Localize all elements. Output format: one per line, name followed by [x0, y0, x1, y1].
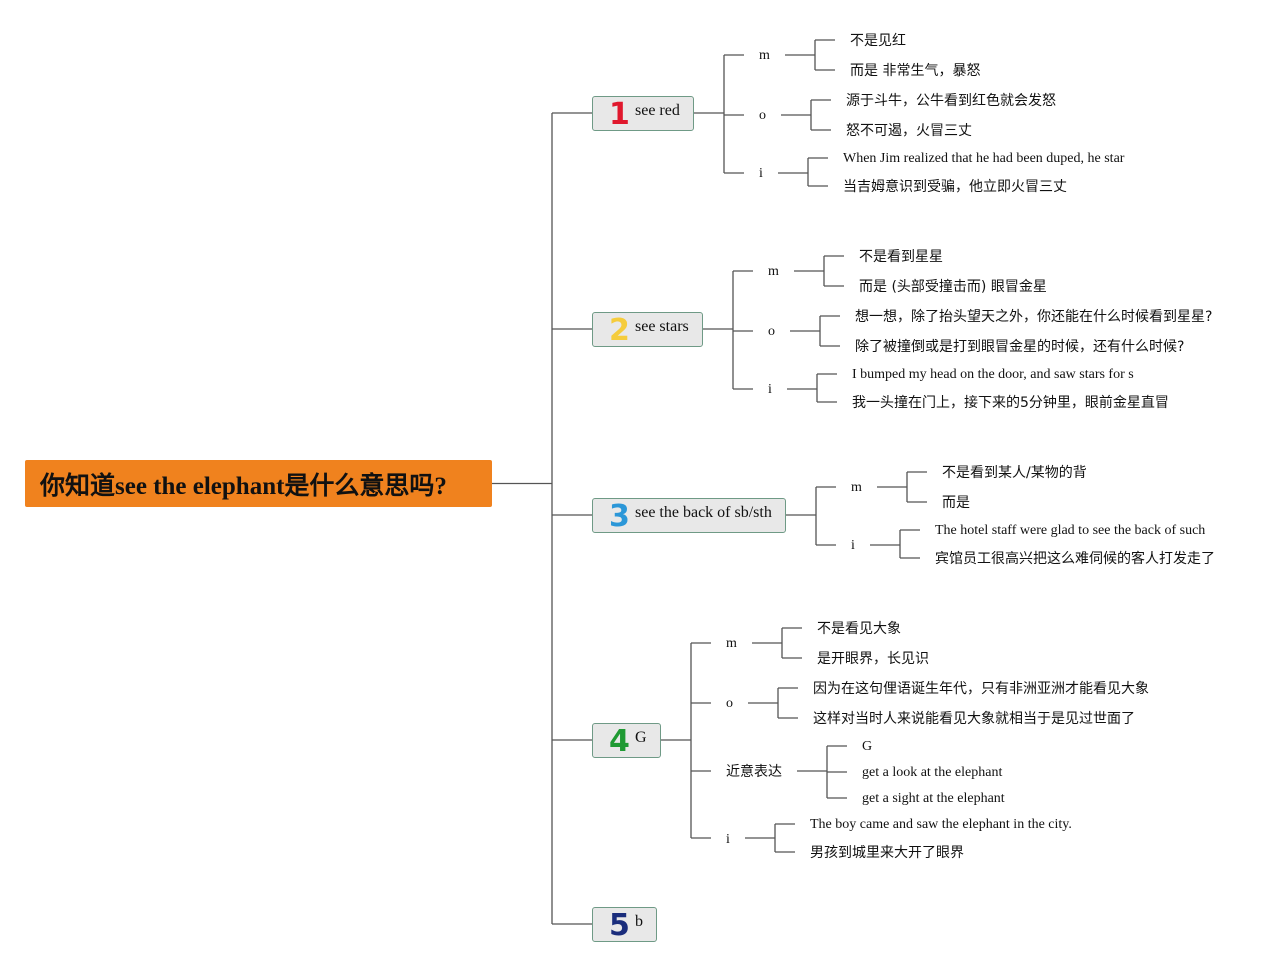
leaf-text[interactable]: 怒不可遏，火冒三丈	[846, 123, 972, 139]
subtopic-key[interactable]: o	[768, 324, 775, 339]
leaf-text[interactable]: The boy came and saw the elephant in the…	[810, 817, 1072, 832]
leaf-text[interactable]: 想一想，除了抬头望天之外，你还能在什么时候看到星星?	[855, 309, 1213, 325]
branch-connectors	[552, 112, 592, 925]
branch-label-2: see stars	[635, 318, 689, 335]
branch-number-3: 3	[609, 499, 630, 534]
leaf-text[interactable]: When Jim realized that he had been duped…	[843, 151, 1125, 166]
root-connector	[492, 113, 553, 924]
b4-m-connector	[752, 627, 802, 659]
leaf-text[interactable]: 这样对当时人来说能看见大象就相当于是见过世面了	[813, 711, 1135, 727]
leaf-text[interactable]: I bumped my head on the door, and saw st…	[852, 367, 1134, 382]
branch-node-4[interactable]: 4 G	[592, 723, 661, 758]
leaf-text[interactable]: 当吉姆意识到受骗，他立即火冒三丈	[843, 179, 1067, 195]
b3-i-connector	[870, 529, 920, 559]
leaf-text[interactable]: 不是见红	[850, 33, 906, 49]
leaf-text[interactable]: 而是 (头部受撞击而) 眼冒金星	[859, 279, 1047, 295]
branch-number-5: 5	[609, 908, 630, 943]
branch-number-1: 1	[609, 97, 630, 132]
subtopic-key[interactable]: i	[768, 382, 772, 397]
leaf-text[interactable]: 是开眼界，长见识	[817, 651, 929, 667]
branch4-connector	[661, 642, 711, 839]
subtopic-key[interactable]: m	[759, 48, 770, 63]
b2-i-connector	[787, 373, 837, 403]
leaf-text[interactable]: 不是看到某人/某物的背	[942, 465, 1087, 481]
subtopic-key[interactable]: m	[768, 264, 779, 279]
leaf-text[interactable]: 除了被撞倒或是打到眼冒金星的时候，还有什么时候?	[855, 339, 1185, 355]
leaf-text[interactable]: 而是 非常生气，暴怒	[850, 63, 981, 79]
b4-s-connector	[797, 745, 847, 799]
leaf-text[interactable]: 男孩到城里来大开了眼界	[810, 845, 964, 861]
leaf-text[interactable]: 宾馆员工很高兴把这么难伺候的客人打发走了	[935, 551, 1215, 567]
leaf-text[interactable]: G	[862, 739, 873, 754]
leaf-text[interactable]: get a sight at the elephant	[862, 791, 1005, 806]
b2-m-connector	[794, 255, 844, 287]
leaf-text[interactable]: get a look at the elephant	[862, 765, 1003, 780]
subtopic-key[interactable]: i	[726, 832, 730, 847]
b1-o-connector	[781, 99, 831, 131]
b2-o-connector	[790, 315, 840, 347]
branch-node-2[interactable]: 2 see stars	[592, 312, 703, 347]
branch-node-5[interactable]: 5 b	[592, 907, 657, 942]
leaf-text[interactable]: 源于斗牛，公牛看到红色就会发怒	[846, 93, 1056, 109]
branch1-connector	[694, 54, 744, 174]
leaf-text[interactable]: 不是看见大象	[817, 621, 901, 637]
branch-number-2: 2	[609, 313, 630, 348]
b1-i-connector	[778, 157, 828, 187]
branch-node-1[interactable]: 1 see red	[592, 96, 694, 131]
branch-label-3: see the back of sb/sth	[635, 504, 772, 521]
branch-label-5: b	[635, 913, 643, 930]
b4-i-connector	[745, 823, 795, 853]
subtopic-key[interactable]: o	[726, 696, 733, 711]
branch-number-4: 4	[609, 724, 630, 759]
root-title: 你知道see the elephant是什么意思吗?	[40, 472, 447, 500]
leaf-text[interactable]: The hotel staff were glad to see the bac…	[935, 523, 1206, 538]
branch3-connector	[786, 486, 836, 546]
b3-m-connector	[877, 471, 927, 503]
subtopic-key[interactable]: m	[726, 636, 737, 651]
b4-o-connector	[748, 687, 798, 719]
subtopic-key[interactable]: i	[759, 166, 763, 181]
subtopic-key[interactable]: i	[851, 538, 855, 553]
branch-label-4: G	[635, 729, 647, 746]
root-topic[interactable]: 你知道see the elephant是什么意思吗?	[25, 460, 492, 507]
leaf-text[interactable]: 因为在这句俚语诞生年代，只有非洲亚洲才能看见大象	[813, 681, 1149, 697]
leaf-text[interactable]: 而是	[942, 495, 970, 511]
leaf-text[interactable]: 不是看到星星	[859, 249, 943, 265]
leaf-text[interactable]: 我一头撞在门上，接下来的5分钟里，眼前金星直冒	[852, 395, 1169, 411]
branch2-connector	[703, 270, 753, 390]
subtopic-key[interactable]: 近意表达	[726, 764, 782, 780]
branch-node-3[interactable]: 3 see the back of sb/sth	[592, 498, 786, 533]
subtopic-key[interactable]: m	[851, 480, 862, 495]
b1-m-connector	[785, 39, 835, 71]
branch-label-1: see red	[635, 102, 680, 119]
subtopic-key[interactable]: o	[759, 108, 766, 123]
